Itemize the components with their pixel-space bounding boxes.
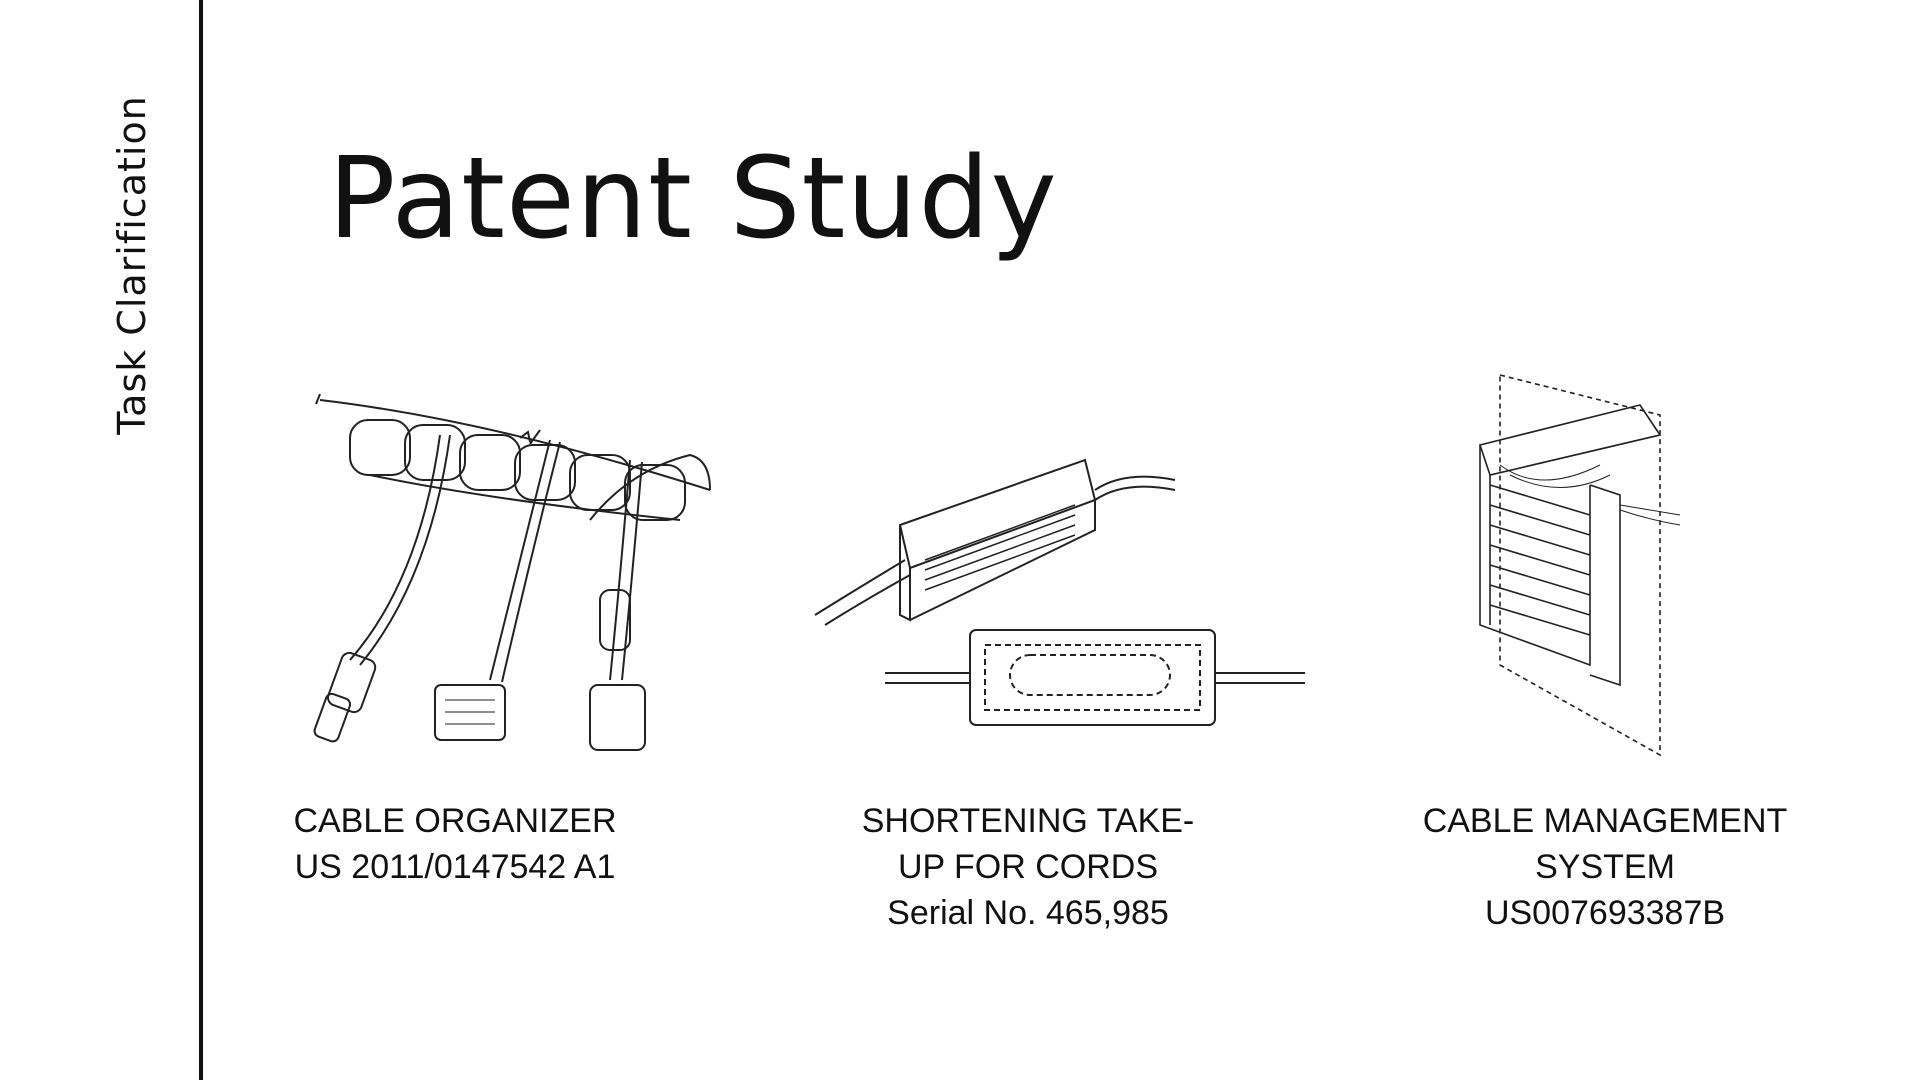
patent-caption-shortening-take-up: SHORTENING TAKE- UP FOR CORDS Serial No.… [828,798,1228,936]
patent-caption-cable-organizer: CABLE ORGANIZER US 2011/0147542 A1 [275,798,635,890]
shortening-take-up-drawing [795,450,1315,750]
patent-title: CABLE ORGANIZER [293,802,617,840]
section-label: Task Clarification [110,95,154,435]
patent-number: US007693387B [1484,894,1726,932]
patent-title-line1: CABLE MANAGEMENT [1422,802,1788,840]
patent-number: US 2011/0147542 A1 [294,848,616,886]
patent-number: Serial No. 465,985 [887,894,1169,932]
patent-title-line2: SYSTEM [1535,848,1675,886]
patent-caption-cable-management: CABLE MANAGEMENT SYSTEM US007693387B [1395,798,1815,936]
sidebar-divider [199,0,203,1080]
cable-management-system-drawing [1420,365,1680,765]
page-title: Patent Study [328,134,1058,264]
patent-title-line1: SHORTENING TAKE- [861,802,1195,840]
patent-title-line2: UP FOR CORDS [897,848,1159,886]
cable-organizer-drawing [290,380,730,760]
